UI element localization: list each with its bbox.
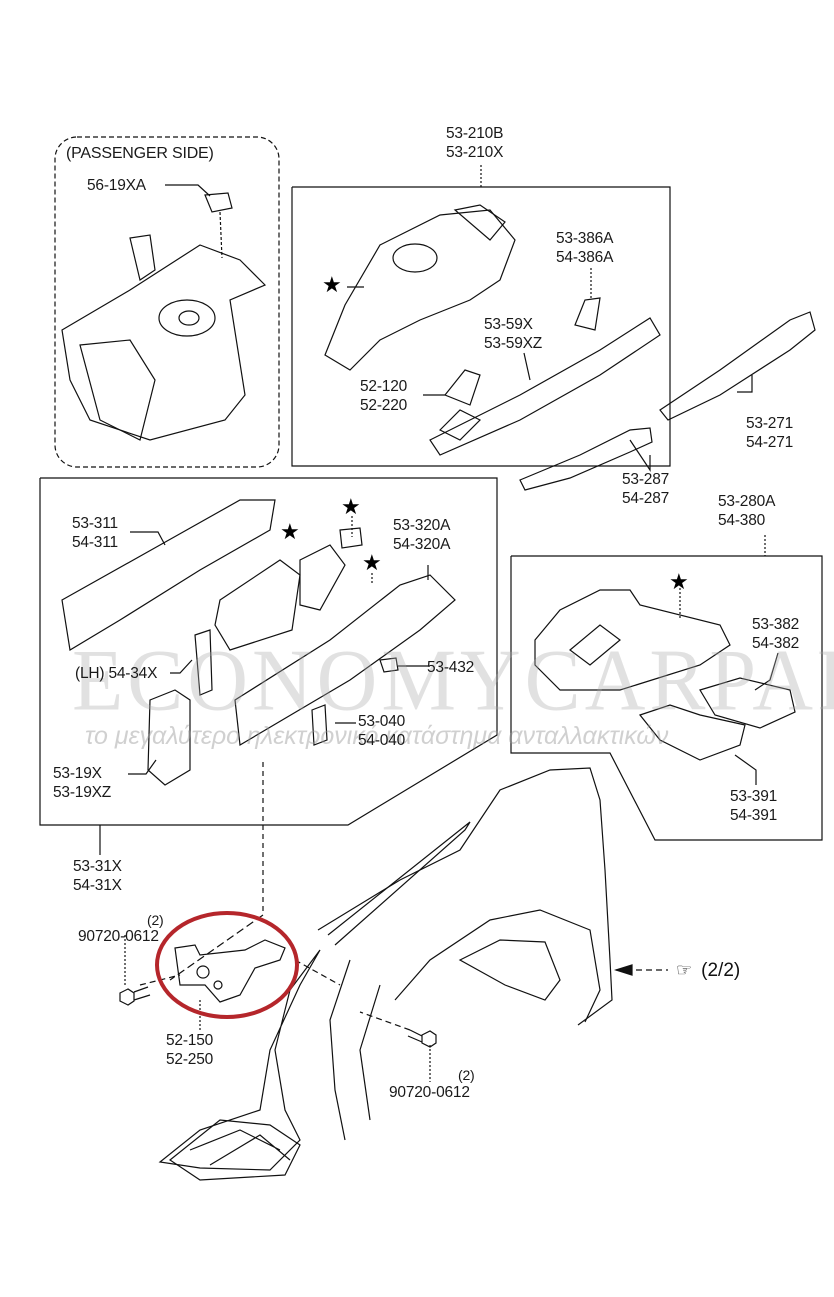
part-label-53-386a[interactable]: 53-386A 54-386A [556,230,614,266]
group-box-210 [291,186,671,467]
part-label-53-382[interactable]: 53-382 54-382 [752,616,800,652]
passenger-side-box [54,136,280,468]
frame-rail-drawing [61,499,456,786]
rail-271-drawing [659,311,816,421]
page-reference-text: (2/2) [701,960,741,981]
apron-assembly-drawing [324,204,661,456]
bolt-left-drawing [119,986,151,1006]
group-box-280 [510,555,823,841]
part-label-53-432[interactable]: 53-432 [427,659,475,676]
fender-liner-drawing [158,949,381,1181]
part-label-53-311[interactable]: 53-311 54-311 [72,515,118,551]
part-label-53-320a[interactable]: 53-320A 54-320A [393,517,451,553]
bolt-right-qty: (2) [458,1067,475,1083]
highlight-circle [155,911,299,1019]
part-label-53-59x[interactable]: 53-59X 53-59XZ [484,316,543,352]
part-label-53-280a[interactable]: 53-280A 54-380 [718,493,776,529]
front-fender-drawing [317,767,613,1026]
bolt-left-qty: (2) [147,912,164,928]
front-floor-drawing [534,589,796,761]
part-label-53-287[interactable]: 53-287 54-287 [622,471,670,507]
pointing-hand-icon: ☞ [676,960,693,980]
group-box-311 [39,477,498,826]
star-marker: ★ [280,519,300,544]
part-label-53-271[interactable]: 53-271 54-271 [746,415,794,451]
star-marker: ★ [341,494,361,519]
part-label-53-31x[interactable]: 53-31X 54-31X [73,858,122,894]
page-reference-link[interactable]: ☞ (2/2) [676,960,740,982]
part-label-52-120[interactable]: 52-120 52-220 [360,378,408,414]
part-label-90720-0612-right[interactable]: 90720-0612 [389,1084,470,1101]
part-label-53-19x[interactable]: 53-19X 53-19XZ [53,765,112,801]
star-marker: ★ [669,569,689,594]
part-label-52-150[interactable]: 52-150 52-250 [166,1032,214,1068]
part-label-53-391[interactable]: 53-391 54-391 [730,788,778,824]
part-label-90720-0612-left[interactable]: 90720-0612 [78,928,159,945]
star-marker: ★ [322,272,342,297]
rail-287-drawing [519,427,653,491]
passenger-side-label: (PASSENGER SIDE) [66,145,214,162]
bolt-right-drawing [407,1029,437,1048]
part-label-53-210b[interactable]: 53-210B 53-210X [446,125,504,161]
fender-bracket-drawing [174,939,286,1003]
part-label-54-34x[interactable]: (LH) 54-34X [75,665,158,682]
passenger-strut-tower-drawing [61,192,267,441]
star-marker: ★ [362,550,382,575]
part-label-53-040[interactable]: 53-040 54-040 [358,713,406,749]
part-label-56-19xa[interactable]: 56-19XA [87,177,146,194]
